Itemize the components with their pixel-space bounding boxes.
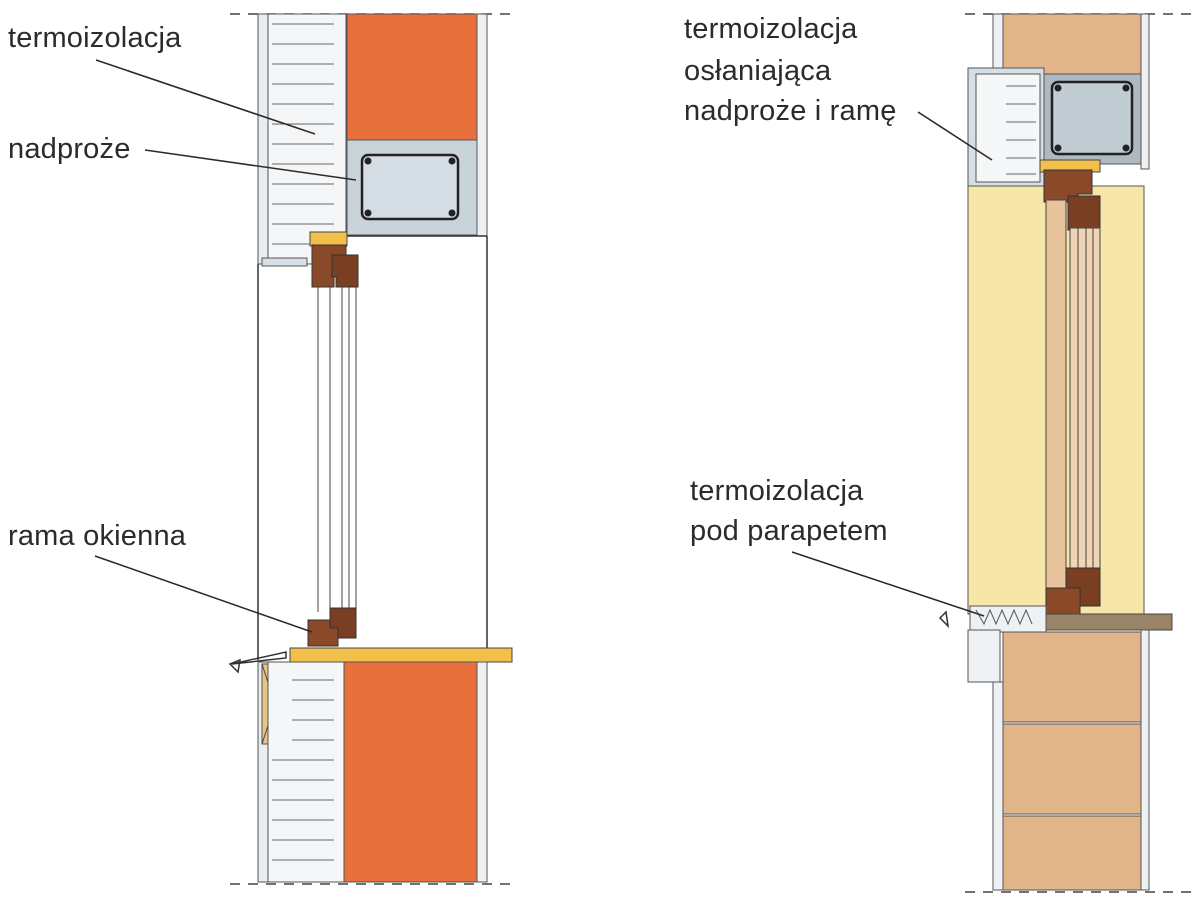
frame-top-seal <box>309 231 348 247</box>
inner-plaster-upper <box>476 13 488 237</box>
lintel-rebar-right <box>1050 80 1134 156</box>
insulation-over-lintel <box>975 73 1041 183</box>
sash-left <box>1045 199 1067 591</box>
left-wall-section <box>228 13 515 885</box>
brick-lower <box>343 661 478 883</box>
brick-lower-3 <box>1002 815 1142 891</box>
leader-lintel <box>144 149 357 181</box>
outer-plaster-upper <box>257 13 269 265</box>
sill-drip <box>231 651 287 665</box>
window-sill-right <box>1043 613 1173 631</box>
brick-lower-1 <box>1002 631 1142 723</box>
right-wall-section <box>938 13 1195 893</box>
leader-insulation <box>95 59 316 135</box>
insulation-under-sill <box>969 605 1047 633</box>
label-insulation-cover-1: termoizolacja <box>684 13 858 45</box>
brick-upper-right <box>1002 13 1142 75</box>
frame-bottom-right <box>329 607 357 639</box>
label-insulation-sill-2: pod parapetem <box>690 515 888 547</box>
leader-window-frame <box>94 555 313 633</box>
leader-insulation-cover <box>917 111 993 161</box>
insulation-upper <box>267 13 347 265</box>
insulation-lower <box>267 661 345 883</box>
inner-plaster-lower <box>476 661 488 883</box>
label-insulation-cover-2: osłaniająca <box>684 55 832 87</box>
leader-insulation-sill <box>791 551 985 617</box>
frame-top-right <box>331 254 359 288</box>
insulation-hatch-lower <box>272 679 334 861</box>
glazing-right <box>1069 227 1101 574</box>
frame-top-right-section <box>1043 169 1093 203</box>
label-window-frame: rama okienna <box>8 520 187 552</box>
label-lintel: nadproże <box>8 133 131 165</box>
brick-upper <box>346 13 478 141</box>
label-insulation-sill-1: termoizolacja <box>690 475 864 507</box>
brick-lower-2 <box>1002 723 1142 815</box>
label-insulation: termoizolacja <box>8 22 182 54</box>
lintel-rebar <box>360 153 460 221</box>
window-sill <box>289 647 513 663</box>
label-insulation-cover-3: nadproże i ramę <box>684 95 897 127</box>
